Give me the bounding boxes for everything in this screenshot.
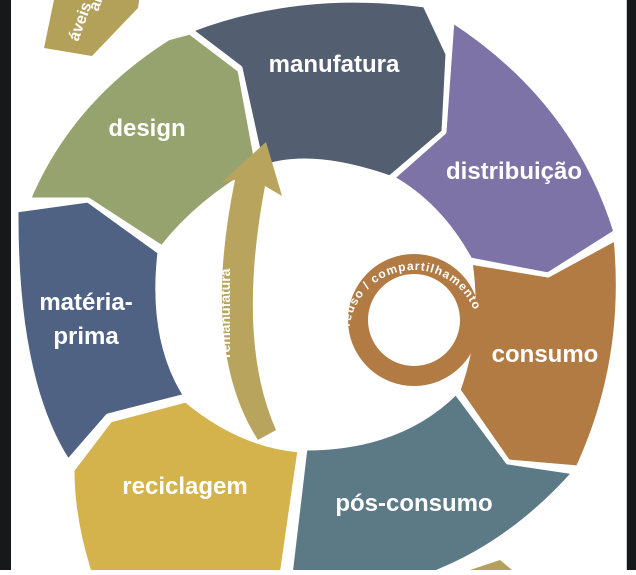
screen-edge-right	[627, 0, 636, 570]
segment-manufatura	[187, 0, 451, 181]
segment-design	[25, 29, 261, 251]
screen-edge-right-line	[626, 0, 627, 570]
label-design: design	[108, 115, 185, 142]
reuso-ring	[348, 254, 480, 386]
remanufatura-arrow	[221, 142, 282, 440]
label-remanufatura: remanufatura	[217, 268, 233, 358]
label-manufatura: manufatura	[269, 51, 400, 78]
segment-distribuicao	[389, 17, 619, 278]
label-materia-prima-line1: matéria-	[39, 289, 132, 316]
segment-reciclagem	[69, 397, 303, 575]
bottom-arrow-tip	[470, 560, 512, 570]
screen-edge-left	[0, 0, 11, 570]
label-reciclagem: reciclagem	[122, 473, 247, 500]
label-consumo: consumo	[492, 341, 599, 368]
label-pos-consumo: pós-consumo	[335, 490, 492, 517]
label-distribuicao: distribuição	[446, 158, 582, 185]
segment-pos-consumo	[287, 389, 578, 575]
top-arrow-shape	[44, 0, 140, 56]
segment-materia-prima	[13, 197, 189, 465]
label-materia-prima-line2: prima	[53, 323, 119, 350]
